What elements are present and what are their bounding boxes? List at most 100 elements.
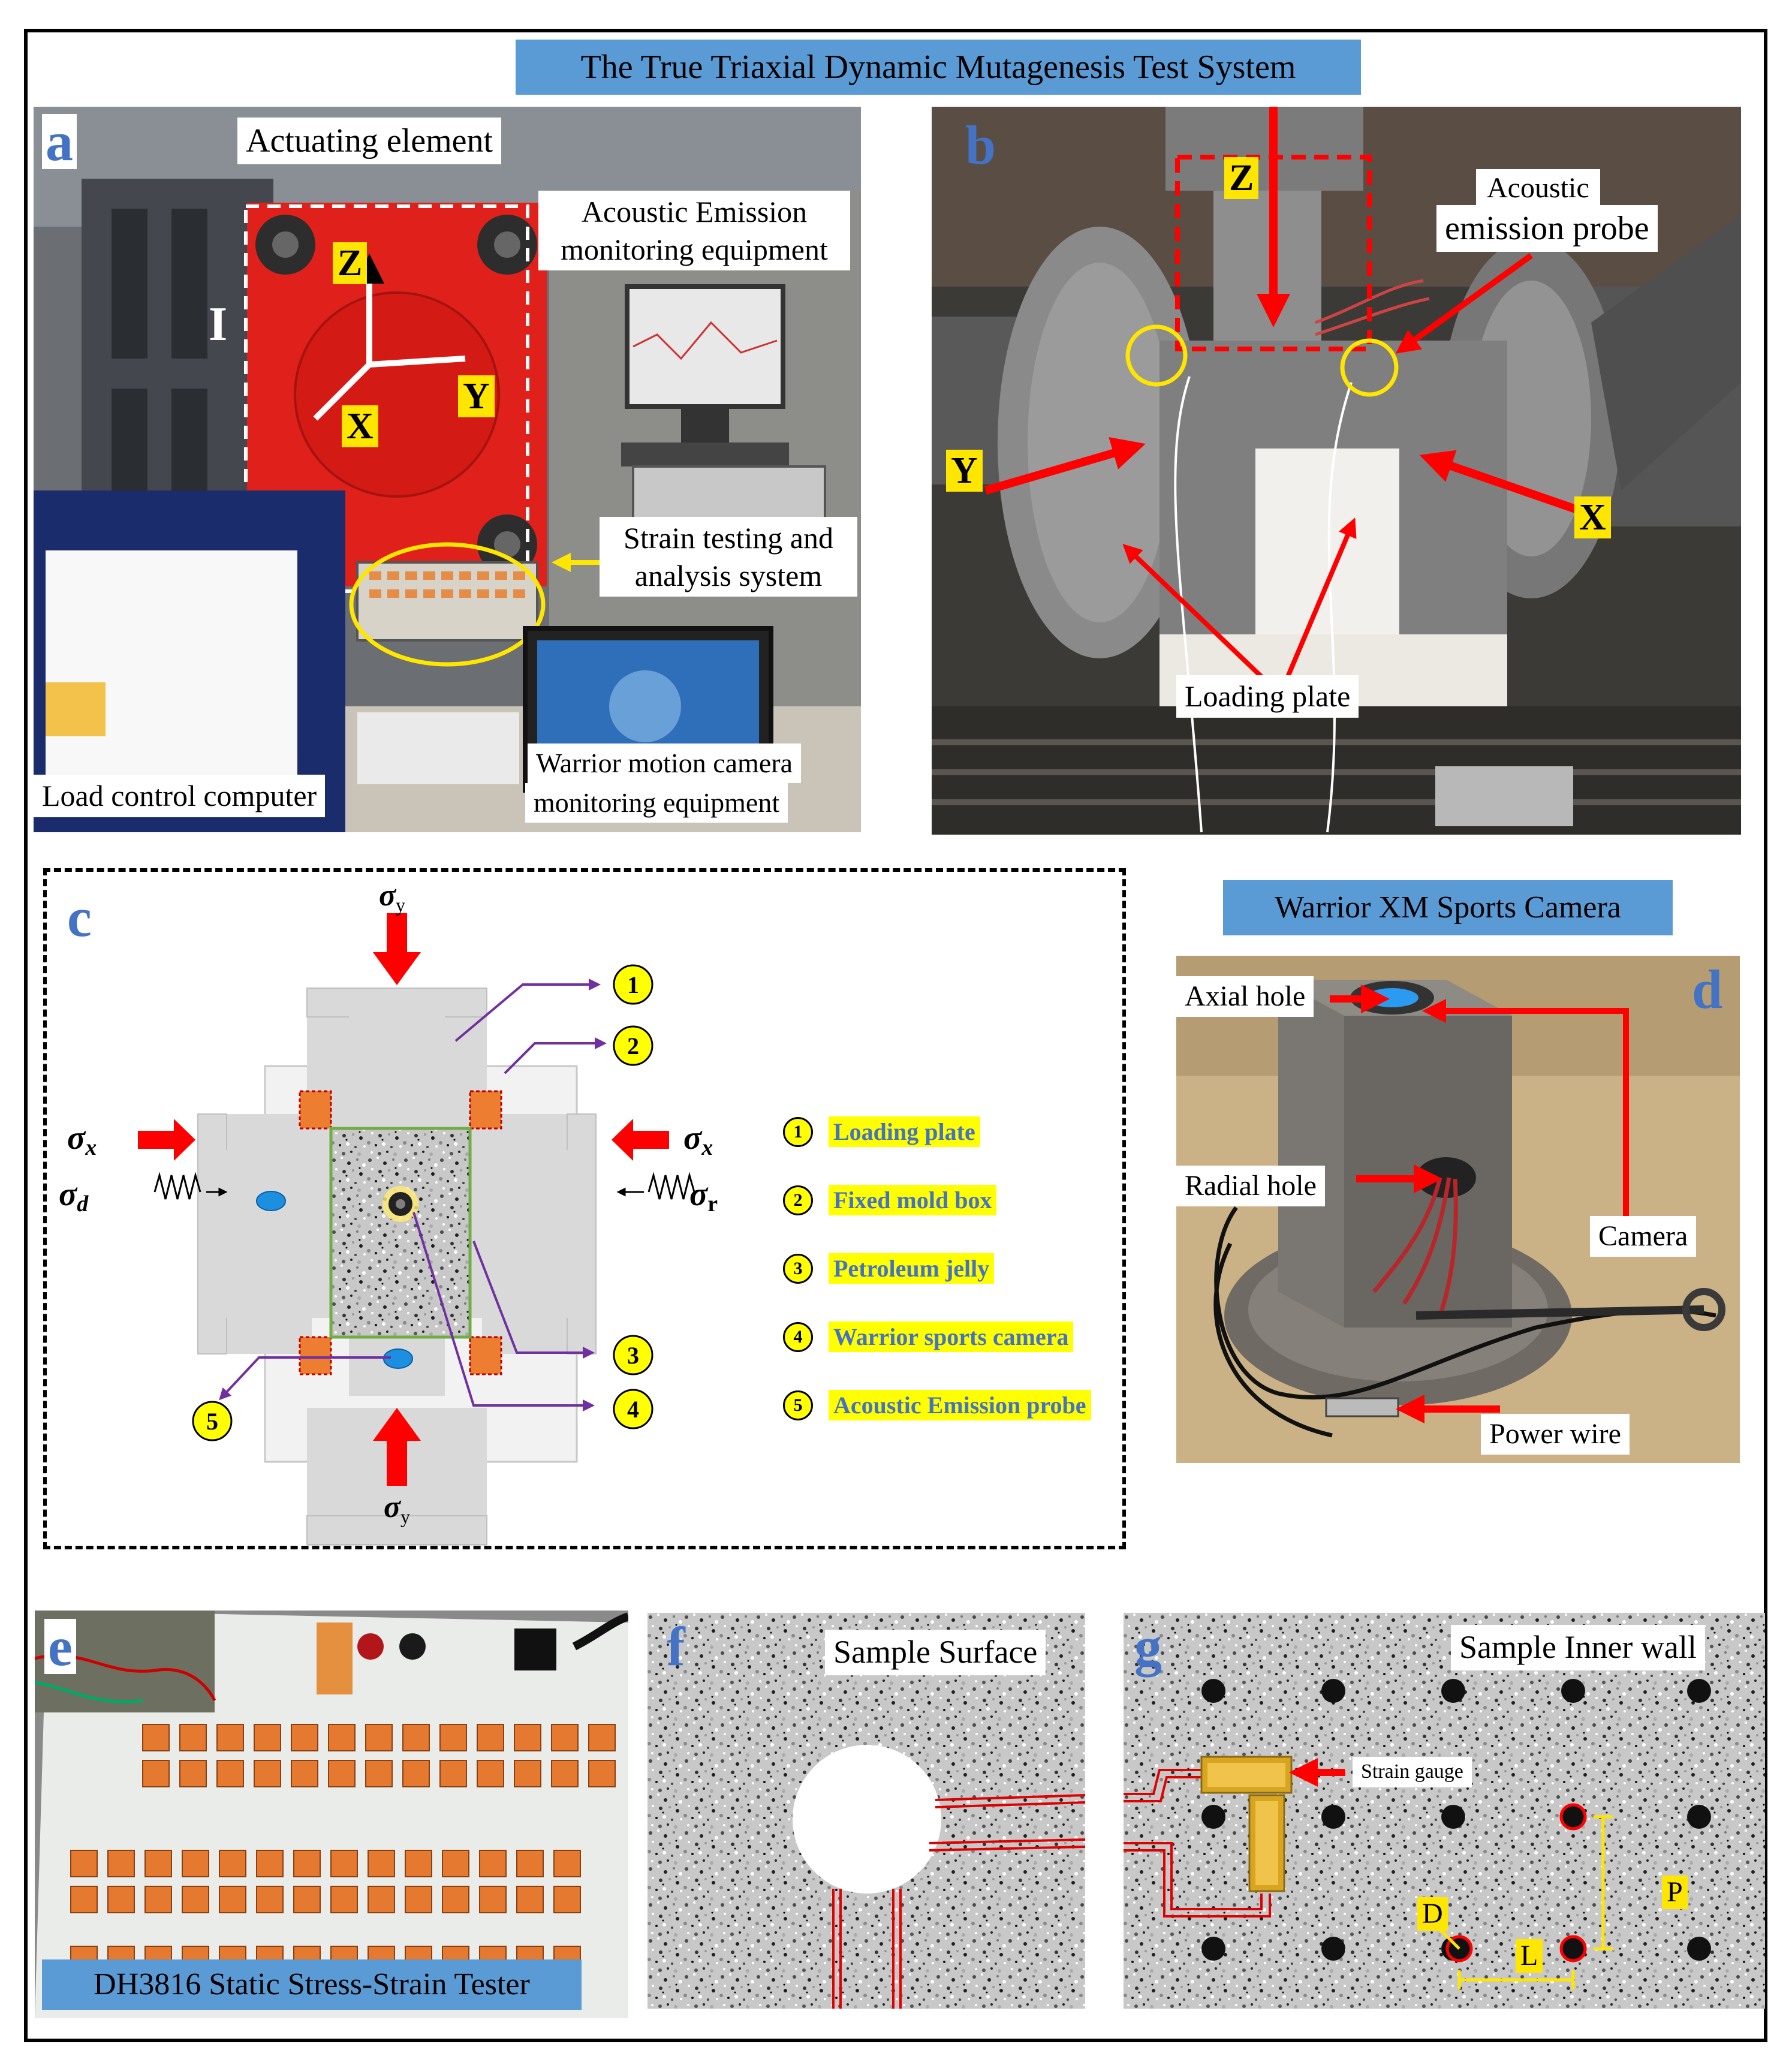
panel-a-letter: a <box>42 114 77 169</box>
panel-e-caption: DH3816 Static Stress-Strain Tester <box>42 1959 582 2010</box>
terminal-block <box>142 1760 170 1787</box>
terminal-block <box>551 1760 579 1787</box>
panel-a-photo <box>34 107 861 832</box>
acoustic-probe-icon <box>256 1191 286 1211</box>
panel-b-letter: b <box>965 115 996 176</box>
terminal-block <box>365 1760 393 1787</box>
panel-d-letter: d <box>1692 959 1723 1020</box>
label-load-computer: Load control computer <box>34 775 326 817</box>
panel-d-scene <box>1176 956 1740 1463</box>
panel-g <box>1124 1613 1765 2009</box>
legend-item-4: 4 Warrior sports camera <box>783 1322 1074 1352</box>
panel-f <box>647 1613 1085 2009</box>
terminal-block <box>216 1760 244 1787</box>
petroleum-jelly-pad <box>299 1090 332 1130</box>
terminal-block <box>514 1760 541 1787</box>
dim-label-p: P <box>1662 1876 1688 1909</box>
terminal-block <box>293 1886 321 1913</box>
terminal-block <box>588 1760 616 1787</box>
figure-frame <box>24 29 1767 2042</box>
terminal-block <box>479 1886 507 1913</box>
terminal-block <box>107 1850 135 1877</box>
svg-text:1: 1 <box>627 971 639 998</box>
terminal-block <box>293 1850 321 1877</box>
terminal-block <box>179 1760 207 1787</box>
wave-icon <box>153 1172 201 1200</box>
terminal-block <box>330 1850 358 1877</box>
terminal-block <box>516 1850 544 1877</box>
svg-text:4: 4 <box>627 1396 639 1423</box>
panel-d-title: Warrior XM Sports Camera <box>1223 880 1673 935</box>
dim-label-d: D <box>1417 1897 1448 1931</box>
terminal-block <box>256 1886 284 1913</box>
terminal-block <box>182 1886 209 1913</box>
axis-label-z-b: Z <box>1224 157 1259 199</box>
legend-item-5: 5 Acoustic Emission probe <box>783 1390 1091 1420</box>
sigma-x-left: σx <box>67 1119 97 1160</box>
label-acoustic-probe-1: Acoustic <box>1476 169 1600 207</box>
terminal-block <box>254 1724 281 1751</box>
label-strain-system: Strain testing and analysis system <box>600 517 857 597</box>
label-acoustic-monitoring: Acoustic Emission monitoring equipment <box>538 191 850 270</box>
panel-c-border <box>43 868 1126 1549</box>
svg-text:2: 2 <box>627 1033 639 1059</box>
label-camera-monitoring: monitoring equipment <box>525 783 788 823</box>
terminal-block <box>553 1886 581 1913</box>
legend-item-2: 2 Fixed mold box <box>783 1185 997 1215</box>
terminal-block <box>551 1724 579 1751</box>
panel-c-letter: c <box>67 887 92 948</box>
label-acoustic-probe-2: emission probe <box>1436 205 1658 252</box>
panel-e-scene <box>35 1611 628 2018</box>
terminal-block <box>144 1886 172 1913</box>
legend-item-3: 3 Petroleum jelly <box>783 1253 995 1284</box>
terminal-block <box>70 1850 98 1877</box>
terminal-block <box>477 1724 504 1751</box>
label-radial-hole: Radial hole <box>1176 1166 1325 1206</box>
terminal-block <box>256 1850 284 1877</box>
legend-item-1: 1 Loading plate <box>783 1116 980 1147</box>
label-axial-hole: Axial hole <box>1176 976 1314 1017</box>
figure-title: The True Triaxial Dynamic Mutagenesis Te… <box>516 40 1361 95</box>
panel-g-scene <box>1124 1613 1765 2009</box>
terminal-block <box>402 1760 430 1787</box>
panel-d-photo <box>1176 956 1740 1463</box>
terminal-block <box>442 1850 469 1877</box>
label-loading-plate-b: Loading plate <box>1176 675 1359 718</box>
terminal-block <box>107 1886 135 1913</box>
svg-text:3: 3 <box>627 1342 639 1369</box>
terminal-block <box>216 1724 244 1751</box>
terminal-block <box>588 1724 616 1751</box>
terminal-block <box>219 1850 246 1877</box>
axis-label-x-a: X <box>342 405 378 447</box>
label-power-wire: Power wire <box>1481 1414 1630 1455</box>
label-sample-surface: Sample Surface <box>825 1630 1046 1675</box>
terminal-block <box>291 1724 318 1751</box>
label-actuating-element: Actuating element <box>237 118 502 164</box>
terminal-block <box>368 1850 395 1877</box>
sigma-x-right: σx <box>683 1119 713 1160</box>
terminal-block <box>219 1886 246 1913</box>
sigma-r: σr <box>689 1176 718 1217</box>
axis-label-z-a: Z <box>333 242 368 284</box>
panel-f-scene <box>647 1613 1085 2009</box>
label-camera: Camera <box>1590 1216 1697 1257</box>
terminal-block <box>439 1760 467 1787</box>
terminal-block <box>477 1760 504 1787</box>
terminal-block <box>405 1886 432 1913</box>
callout-numbers: 1 2 3 4 5 <box>192 964 653 1441</box>
label-sample-inner-wall: Sample Inner wall <box>1451 1625 1705 1670</box>
sigma-y-bottom: σy <box>384 1490 410 1527</box>
terminal-block <box>514 1724 541 1751</box>
panel-e-photo <box>35 1611 628 2018</box>
panel-a-scene <box>34 107 861 832</box>
terminal-block <box>328 1724 356 1751</box>
terminal-block <box>442 1886 469 1913</box>
axis-label-y-a: Y <box>458 375 495 417</box>
sigma-d: σd <box>59 1176 89 1217</box>
label-strain-gauge: Strain gauge <box>1353 1757 1472 1787</box>
terminal-block <box>330 1886 358 1913</box>
panel-g-letter: g <box>1134 1616 1162 1677</box>
arrow-icon <box>138 913 669 1486</box>
label-roman-i: I <box>209 298 228 351</box>
terminal-block <box>328 1760 356 1787</box>
